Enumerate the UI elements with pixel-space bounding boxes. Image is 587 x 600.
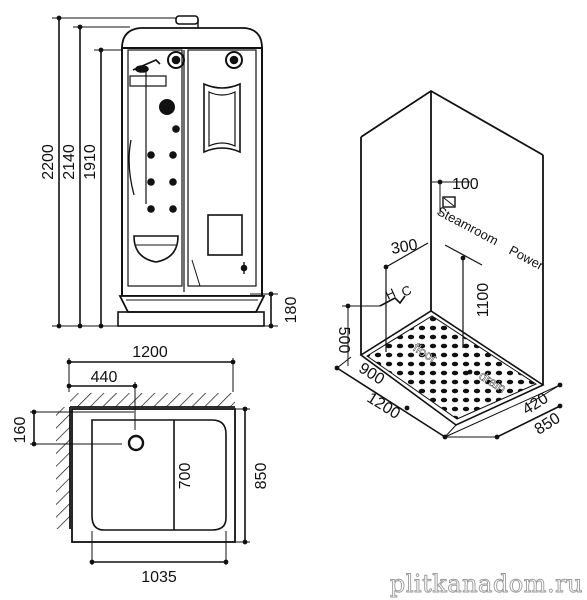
base-width-label: 1035 [141, 569, 177, 586]
watermark-text: plitkanadom.ru [390, 570, 583, 598]
plan-width-label: 1200 [132, 344, 168, 361]
hot-label: H [383, 285, 398, 303]
plan-depth-label: 850 [253, 463, 270, 490]
floor-side-label: 850 [532, 410, 564, 439]
power-label: Power [507, 242, 547, 273]
steamroom-label: Steamroom [435, 203, 501, 248]
height-shower-label: 1910 [82, 144, 99, 180]
floor-height-label: 500 [335, 327, 352, 354]
inner-depth-label: 700 [177, 463, 194, 490]
power-height-label: 100 [452, 176, 479, 193]
cold-label: C [399, 282, 414, 300]
iso-view [334, 89, 563, 440]
height-tray-label: 180 [283, 297, 300, 324]
plan-view [30, 358, 250, 565]
height-overall-label: 2200 [40, 144, 57, 180]
drain-offset-y-label: 160 [12, 417, 29, 444]
pipe-height-label: 1100 [475, 283, 492, 318]
pipe-offset-label: 300 [390, 237, 419, 258]
height-top-label: 2140 [61, 144, 78, 180]
drain-offset-x-label: 440 [91, 369, 118, 386]
front-view [52, 15, 278, 329]
floor-width-label: 1200 [364, 390, 403, 423]
